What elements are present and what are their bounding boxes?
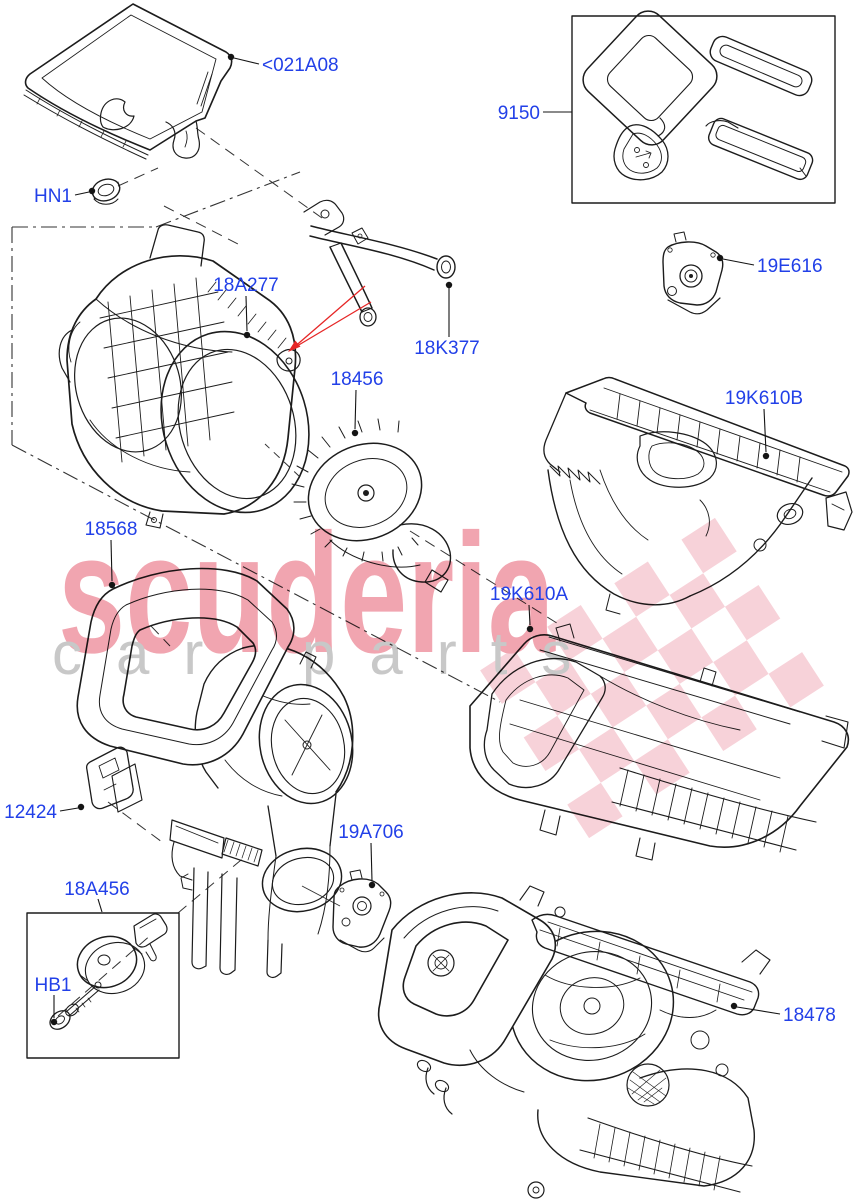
part-label-19K610B[interactable]: 19K610B <box>725 388 803 460</box>
part-number-text[interactable]: 19A706 <box>338 822 404 843</box>
part-blower-motor-18456 <box>291 418 452 593</box>
part-number-text[interactable]: 9150 <box>498 103 540 124</box>
leader-line <box>370 842 373 882</box>
part-seal-12424 <box>85 746 143 813</box>
part-blower-housing-18a277 <box>58 224 310 529</box>
part-label-HB1[interactable]: HB1 <box>35 975 72 1026</box>
leader-dot <box>227 53 235 61</box>
leader-line <box>245 295 248 332</box>
part-label-18456[interactable]: 18456 <box>331 369 384 437</box>
leader-dot <box>351 429 359 437</box>
part-number-text[interactable]: <021A08 <box>262 55 339 76</box>
part-number-text[interactable]: 19K610A <box>490 584 569 605</box>
flag-square <box>567 782 623 839</box>
part-number-text[interactable]: 18A277 <box>213 275 279 296</box>
flag-square <box>657 628 714 684</box>
leader-dot <box>526 625 534 633</box>
part-seal-frame-18568 <box>76 567 295 766</box>
leader-line <box>354 389 357 430</box>
watermark-subtext: car parts <box>52 620 605 687</box>
leader-dot <box>368 881 376 889</box>
leader-dot <box>243 331 251 339</box>
flag-square <box>713 640 769 696</box>
checkered-flag-watermark <box>480 517 824 839</box>
leader-dot <box>108 581 116 589</box>
leader-line <box>110 539 113 582</box>
part-label-19E616[interactable]: 19E616 <box>716 254 823 277</box>
part-number-text[interactable]: 18456 <box>331 369 384 390</box>
leader-dot <box>50 1018 58 1026</box>
leader-dot <box>730 1002 738 1010</box>
part-label-18478[interactable]: 18478 <box>730 1002 836 1026</box>
red-arrow-line <box>291 285 366 350</box>
part-number-text[interactable]: HB1 <box>35 975 72 996</box>
leader-line <box>74 191 90 196</box>
leader-dot <box>445 281 453 289</box>
leader-line <box>736 1006 781 1015</box>
flag-square <box>547 605 603 661</box>
part-label-021A08[interactable]: <021A08 <box>227 53 339 76</box>
leader-line <box>763 408 767 453</box>
leader-dot <box>716 254 724 262</box>
part-heater-assembly-18478 <box>377 885 771 1199</box>
part-label-18K377[interactable]: 18K377 <box>414 281 480 359</box>
flag-square <box>535 660 591 716</box>
part-cover-panel <box>23 3 233 160</box>
part-number-text[interactable]: 12424 <box>4 802 57 823</box>
part-number-text[interactable]: 18478 <box>783 1005 836 1026</box>
flag-square <box>614 561 670 617</box>
part-actuator-19a706 <box>332 869 392 953</box>
flag-square <box>602 616 658 673</box>
flag-square <box>579 727 635 783</box>
leader-dot <box>77 803 85 811</box>
leader-line <box>97 898 103 913</box>
part-label-9150[interactable]: 9150 <box>498 103 572 124</box>
part-kit-box-18a456 <box>26 912 180 1059</box>
flag-square <box>681 517 737 574</box>
flag-square <box>634 739 690 795</box>
flag-square <box>768 652 824 708</box>
part-label-19K610A[interactable]: 19K610A <box>490 584 569 633</box>
part-label-18A456[interactable]: 18A456 <box>64 879 130 913</box>
leader-line <box>59 807 79 812</box>
leader-dot <box>762 452 770 460</box>
part-number-text[interactable]: 18A456 <box>64 879 130 900</box>
flag-square <box>701 695 757 751</box>
flag-square <box>724 584 781 641</box>
part-number-text[interactable]: 19K610B <box>725 388 803 409</box>
part-actuator-19e616 <box>662 231 724 315</box>
part-label-12424[interactable]: 12424 <box>4 802 85 823</box>
part-number-text[interactable]: 18568 <box>85 519 138 540</box>
red-arrow-head <box>288 340 301 352</box>
flag-square <box>523 715 580 772</box>
part-label-18A277[interactable]: 18A277 <box>213 275 279 339</box>
watermark: scuderia car parts <box>52 499 824 839</box>
flag-square <box>590 672 647 728</box>
red-arrows <box>288 285 372 352</box>
part-number-text[interactable]: 18K377 <box>414 338 480 359</box>
part-heater-distribution-case <box>169 639 354 978</box>
leader-line <box>233 57 260 65</box>
flag-square <box>646 683 702 740</box>
part-gasket-kit-9150 <box>571 10 836 204</box>
flag-square <box>669 573 725 629</box>
part-label-HN1[interactable]: HN1 <box>34 186 96 207</box>
leader-line <box>722 258 755 266</box>
flag-square <box>480 648 536 704</box>
leader-line <box>528 604 531 626</box>
part-heater-pipes-18k377 <box>303 199 456 327</box>
part-heater-case-upper-19k610b <box>543 376 853 615</box>
part-nut-hn1 <box>91 178 121 205</box>
part-number-text[interactable]: 19E616 <box>757 256 823 277</box>
part-number-text[interactable]: HN1 <box>34 186 72 207</box>
watermark-brand: scuderia <box>58 499 556 689</box>
leader-dot <box>88 187 96 195</box>
part-label-18568[interactable]: 18568 <box>85 519 138 589</box>
part-label-19A706[interactable]: 19A706 <box>338 822 404 889</box>
red-arrow-line <box>291 301 372 350</box>
